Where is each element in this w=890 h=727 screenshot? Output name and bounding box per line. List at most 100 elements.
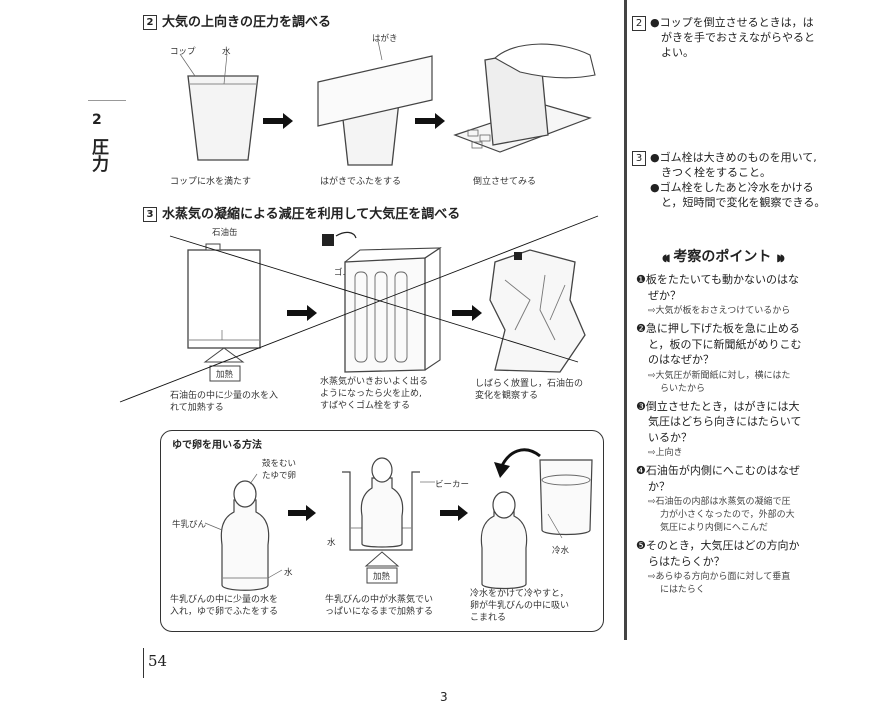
sec3-caption-3-line-2: 変化を観察する: [475, 391, 539, 401]
label-cup: コップ: [170, 47, 196, 57]
arrow-2b: [415, 113, 445, 129]
oil-can-1: [187, 249, 261, 349]
sec2-caption-2: はがきでふたをする: [320, 177, 402, 187]
points-list: ❶板をたたいても動かないのはな ぜか？ ⇨大気が板をおさえつけているから ❷急に…: [636, 272, 854, 600]
question-4-line-2: か？: [648, 479, 670, 493]
heat-box-1: [209, 365, 241, 382]
margin-rule: [88, 100, 126, 101]
egg-3: [492, 491, 516, 519]
question-2-line-3: のはなぜか？: [648, 353, 714, 366]
side-note-3-number: 3: [632, 151, 646, 166]
question-3-line-3: いるか？: [648, 430, 692, 444]
hand: [494, 43, 596, 79]
label-can: 石油缶: [212, 228, 238, 238]
chapter-title: 圧力: [88, 138, 108, 172]
label-heat-3: 加熱: [216, 370, 234, 380]
page-number: 54: [148, 652, 168, 670]
question-5-line-1: ❺そのとき，大気圧はどの方向か: [636, 539, 800, 552]
label-bottle: 牛乳びん: [172, 520, 207, 530]
question-2-line-1: ❷急に押し下げた板を急に止める: [636, 322, 800, 335]
question-3-line-2: 気圧はどちら向きにはたらいて: [648, 415, 802, 428]
sec2-caption-1: コップに水を満たす: [170, 177, 252, 187]
answer-5: ⇨あらゆる方向から面に対して垂直 にはたらく: [636, 571, 854, 597]
beaker: [342, 471, 420, 551]
side-note-3-line-1: ●ゴム栓は大きめのものを用いて,: [650, 151, 817, 164]
milk-bottle-3: [480, 503, 528, 590]
chapter-number: 2: [92, 112, 102, 128]
answer-5-line-1: ⇨あらゆる方向から面に対して垂直: [648, 572, 791, 582]
egg-caption-1: 牛乳びんの中に少量の水を 入れ，ゆで卵でふたをする: [170, 594, 278, 618]
question-2: ❷急に押し下げた板を急に止める と，板の下に新聞紙がめりこむ のはなぜか？: [636, 321, 854, 368]
label-heat-egg: 加熱: [373, 572, 391, 582]
rubber-stopper: [322, 234, 334, 246]
footer-number: 3: [440, 690, 448, 704]
milk-bottle-2: [360, 477, 404, 548]
section-3-title-text: 水蒸気の凝縮による減圧を利用して大気圧を調べる: [162, 207, 461, 222]
side-note-3-line-4: と，短時間で変化を観察できる。: [661, 196, 826, 209]
answer-5-line-2: にはたらく: [660, 585, 705, 595]
answer-2-line-2: らいたから: [660, 383, 706, 394]
label-egg-line-1: 殻をむい: [262, 459, 297, 469]
side-note-2: 2 ●コップを倒立させるときは，は がきを手でおさえながらやると よい。: [632, 15, 852, 60]
side-note-3-line-2: きつく栓をすること。: [661, 166, 771, 179]
sec3-caption-3: しばらく放置し，石油缶の 変化を観察する: [475, 378, 583, 402]
sec3-caption-3-line-1: しばらく放置し，石油缶の: [475, 379, 584, 389]
egg-caption-3: 冷水をかけて冷やすと， 卵が牛乳びんの中に吸い こまれる: [470, 588, 569, 624]
postcard: [317, 55, 433, 127]
section-2-title: 2 大気の上向きの圧力を調べる: [143, 11, 331, 30]
egg-2: [371, 457, 393, 483]
sec3-caption-2-line-1: 水蒸気がいきおいよく出る: [320, 377, 428, 387]
points-heading-ornament-right-icon: ◗◗: [776, 253, 784, 264]
egg-caption-2-line-2: っぱいになるまで加熱する: [325, 607, 434, 617]
question-3-line-1: ❸倒立させたとき，はがきには大: [636, 399, 800, 413]
label-egg-line-2: たゆで卵: [262, 471, 297, 481]
oil-can-crushed: [489, 249, 586, 373]
section-2-number: 2: [143, 15, 157, 30]
answer-4-line-3: 気圧により内側にへこんだ: [660, 523, 768, 533]
points-heading: ◖◖ 考察のポイント ◗◗: [662, 246, 785, 266]
side-note-2-line-1: ●コップを倒立させるときは，は: [650, 16, 814, 29]
arrow-egg-b: [440, 505, 468, 521]
cup-1: [187, 75, 259, 161]
label-beaker: ビーカー: [435, 480, 470, 490]
egg-caption-3-line-2: 卵が牛乳びんの中に吸い: [470, 601, 570, 611]
label-water-egg-1: 水: [284, 568, 293, 578]
label-coldwater: 冷水: [552, 546, 570, 556]
egg-caption-3-line-1: 冷水をかけて冷やすと，: [470, 589, 569, 599]
sec3-caption-2: 水蒸気がいきおいよく出る ようになったら火を止め, すばやくゴム栓をする: [320, 376, 428, 412]
page-number-bar: [143, 648, 144, 678]
side-note-3-line-3: ●ゴム栓をしたあと冷水をかける: [650, 181, 814, 194]
egg-method-title: ゆで卵を用いる方法: [172, 440, 262, 451]
question-4: ❹石油缶が内側にへこむのはなぜ か？: [636, 463, 854, 494]
question-1-line-2: ぜか？: [648, 288, 681, 302]
question-5-line-2: らはたらくか？: [648, 554, 725, 568]
answer-1: ⇨大気が板をおさえつけているから: [648, 306, 791, 316]
column-divider: [624, 0, 627, 640]
answer-2: ⇨大気圧が新聞紙に対し，横にはた らいたから: [636, 370, 854, 396]
question-3: ❸倒立させたとき，はがきには大 気圧はどちら向きにはたらいて いるか？: [636, 399, 854, 446]
points-heading-ornament-left-icon: ◖◖: [662, 253, 670, 264]
arrow-egg-a: [288, 505, 316, 521]
side-note-2-line-2: がきを手でおさえながらやると: [661, 31, 815, 44]
arrow-3b: [452, 305, 482, 321]
heat-flame-2: [364, 551, 400, 567]
sec3-caption-1: 石油缶の中に少量の水を入 れて加熱する: [170, 390, 278, 414]
section-2-title-text: 大気の上向きの圧力を調べる: [162, 15, 332, 30]
sec3-caption-2-line-3: すばやくゴム栓をする: [320, 401, 411, 411]
answer-3: ⇨上向き: [648, 448, 683, 458]
egg-1: [233, 480, 257, 508]
question-1: ❶板をたたいても動かないのはな ぜか？: [636, 272, 854, 303]
egg-caption-1-line-1: 牛乳びんの中に少量の水を: [170, 595, 279, 605]
label-water-2: 水: [222, 47, 231, 57]
egg-caption-3-line-3: こまれる: [470, 613, 507, 623]
milk-bottle-1: [220, 499, 270, 591]
cold-water-beaker: [539, 459, 593, 536]
side-note-2-line-3: よい。: [661, 46, 694, 59]
egg-caption-2-line-1: 牛乳びんの中が水蒸気でい: [325, 595, 434, 605]
egg-caption-1-line-2: 入れ，ゆで卵でふたをする: [170, 607, 279, 617]
side-note-2-number: 2: [632, 16, 646, 31]
question-5: ❺そのとき，大気圧はどの方向か らはたらくか？: [636, 538, 854, 569]
